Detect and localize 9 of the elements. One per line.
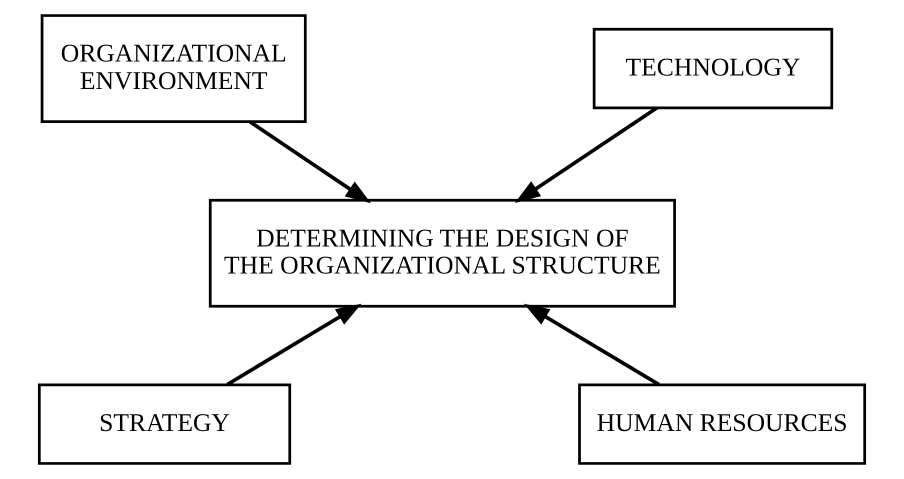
- arrow: [226, 304, 362, 386]
- arrow: [524, 304, 660, 386]
- arrow: [248, 120, 371, 204]
- node-box: ORGANIZATIONAL ENVIRONMENT: [40, 14, 307, 123]
- arrow: [514, 106, 658, 203]
- node-box: HUMAN RESOURCES: [578, 383, 866, 465]
- node-box: STRATEGY: [38, 383, 292, 465]
- node-box: TECHNOLOGY: [592, 28, 834, 110]
- node-box: DETERMINING THE DESIGN OF THE ORGANIZATIONAL STRUCTURE: [208, 198, 676, 308]
